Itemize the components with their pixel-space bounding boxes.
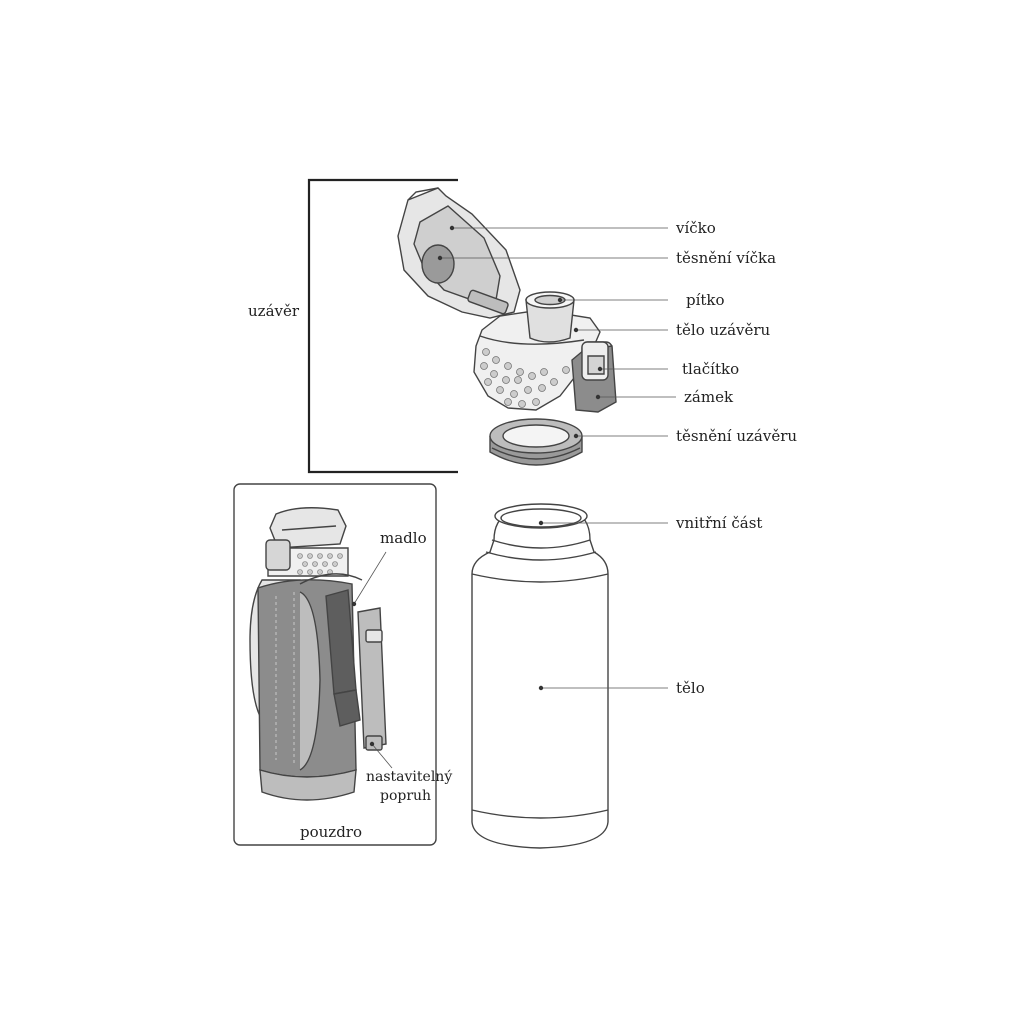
label-handle: madlo [380, 529, 427, 547]
label-spout: pítko [686, 291, 725, 309]
cap-group-bracket [307, 178, 458, 474]
label-pouch: pouzdro [300, 823, 362, 841]
cap-seal-illustration [489, 418, 583, 466]
label-strap-line1: nastavitelný [366, 768, 452, 785]
label-cap-seal: těsnění uzávěru [676, 427, 797, 445]
lid-illustration [397, 187, 521, 319]
label-button: tlačítko [682, 360, 739, 378]
label-inner: vnitřní část [675, 514, 762, 532]
label-lid: víčko [675, 219, 716, 237]
label-body: tělo [676, 679, 705, 697]
cap-body-illustration [473, 291, 617, 413]
cap-group-label: uzávěr [248, 302, 300, 320]
pouch-bottle-illustration [249, 507, 387, 801]
bottle-body-illustration [471, 503, 609, 849]
label-cap-body: tělo uzávěru [676, 321, 771, 339]
label-lid-seal: těsnění víčka [676, 249, 776, 267]
label-lock: zámek [684, 388, 734, 406]
label-strap-line2: popruh [380, 788, 431, 804]
